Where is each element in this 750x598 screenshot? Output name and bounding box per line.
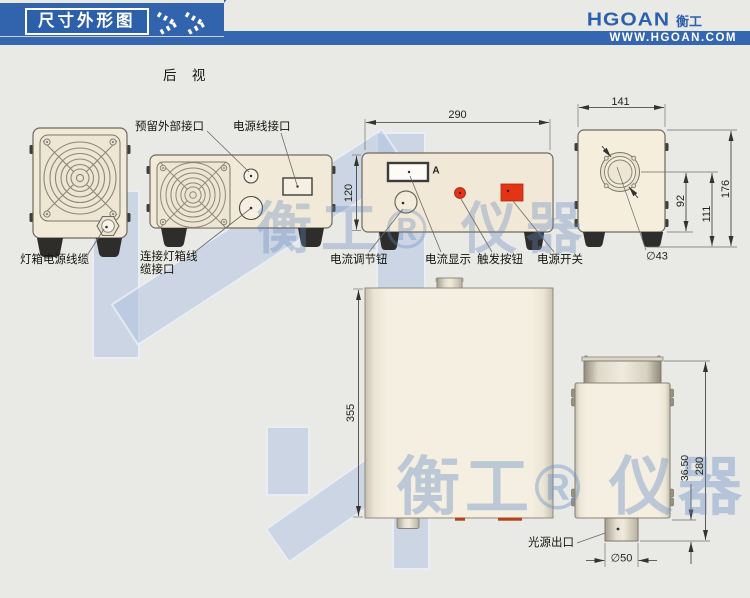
dim-side-total-height: 176	[720, 179, 732, 199]
callout-reserved-port: 预留外部接口	[135, 120, 204, 133]
callout-leader-lines	[87, 130, 616, 544]
brand-logo-text: HGOAN	[586, 9, 670, 30]
current-adjust-knob	[394, 190, 418, 214]
dim-lamp-outlet-diameter: ∅50	[610, 552, 633, 564]
callout-lightbox-cable-port-line1: 连接灯箱线	[140, 251, 198, 263]
side-output-flange	[600, 152, 640, 192]
chevron-arrows-icon	[156, 11, 210, 37]
page-header: WWW.HGOAN.COM 尺寸外形图 HGOAN 衡工	[0, 0, 750, 46]
callout-lightbox-cable-port-line2: 缆接口	[140, 263, 175, 276]
brand-logo-cn: 衡工	[675, 13, 702, 29]
power-supply-top-view	[353, 277, 554, 529]
power-supply-rear-view	[146, 154, 336, 247]
dim-side-width: 141	[611, 96, 630, 108]
power-supply-side-view	[574, 104, 737, 251]
lamp-power-cable-connector	[96, 215, 120, 237]
callout-power-cord-port: 电源线接口	[233, 120, 291, 133]
callout-current-display: 电流显示	[425, 253, 471, 266]
lamp-housing-side-view	[571, 355, 710, 567]
lamp-housing-rear-view	[29, 127, 131, 257]
callout-trigger-button: 触发按钮	[477, 253, 523, 266]
callout-light-outlet: 光源出口	[528, 536, 574, 549]
dim-side-port-center-to-base: 92	[675, 194, 687, 208]
dim-front-width: 290	[448, 109, 467, 121]
dim-side-port-center-to-floor: 111	[701, 205, 713, 222]
rear-view-title: 后 视	[163, 68, 212, 83]
dim-lamp-total-height: 280	[693, 456, 706, 476]
power-supply-front-view	[352, 119, 554, 251]
website-url: WWW.HGOAN.COM	[609, 32, 737, 44]
dim-lamp-outlet-height: 36.50	[679, 454, 691, 481]
callout-lightbox-power-cable: 灯箱电源线缆	[20, 253, 89, 266]
callout-current-knob: 电流调节钮	[330, 253, 388, 266]
page-title: 尺寸外形图	[25, 8, 149, 35]
dim-front-height: 120	[343, 183, 355, 203]
dim-side-port-diameter: ∅43	[646, 250, 668, 263]
light-outlet-cylinder	[604, 517, 639, 542]
ammeter-unit-label: A	[432, 165, 440, 177]
brand-logo: HGOAN 衡工	[587, 10, 702, 30]
callout-lightbox-cable-port: 连接灯箱线 缆接口	[140, 251, 198, 276]
callout-power-switch: 电源开关	[537, 253, 583, 266]
power-switch-red	[500, 183, 524, 202]
dim-top-view-length: 355	[345, 403, 357, 422]
